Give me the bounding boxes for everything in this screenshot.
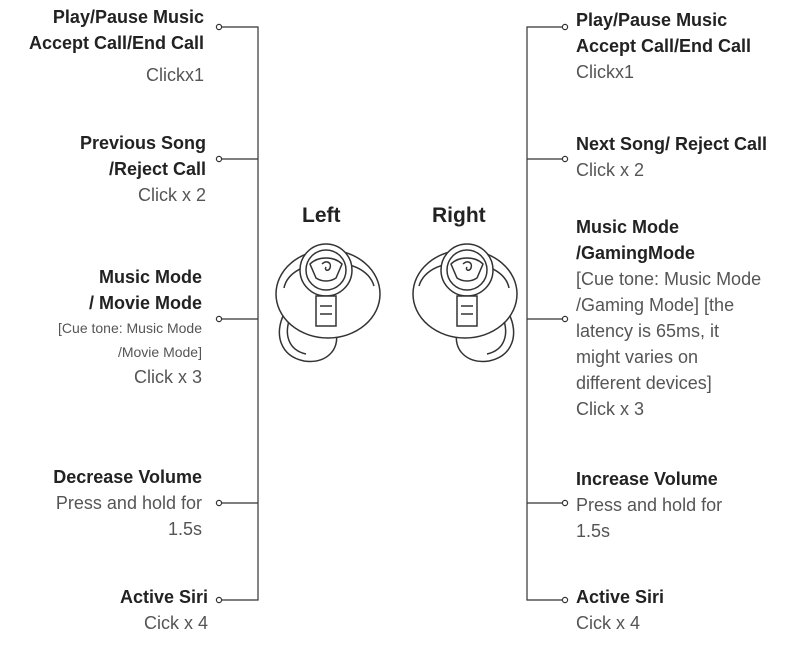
right-dot-5 [561,596,569,604]
left-item-4-detail-line2: 1.5s [167,519,202,539]
left-item-play-pause: Play/Pause Music Accept Call/End Call Cl… [29,4,204,88]
right-item-3-detail-line1: [Cue tone: Music Mode [576,269,762,289]
left-item-active-siri: Active Siri Cick x 4 [120,584,208,636]
right-dot-3 [561,315,569,323]
left-item-decrease-volume: Decrease Volume Press and hold for 1.5s [53,464,202,542]
left-item-2-title-line1: Previous Song [79,133,206,153]
left-bracket-line [221,26,259,601]
left-dot-5 [215,596,223,604]
right-item-3-detail-line2: /Gaming Mode] [the [576,295,735,315]
left-earbud-illustration [275,243,381,363]
left-item-3-detail: Click x 3 [133,367,202,387]
right-item-play-pause: Play/Pause Music Accept Call/End Call Cl… [576,7,751,85]
right-item-1-detail: Clickx1 [576,62,635,82]
left-item-3-title-line2: / Movie Mode [88,293,202,313]
right-item-4-detail-line2: 1.5s [576,521,611,541]
right-item-3-detail-line4: might varies on [576,347,699,367]
left-dot-3 [215,315,223,323]
left-item-music-mode: Music Mode / Movie Mode [Cue tone: Music… [58,264,202,390]
right-item-3-detail-line6: Click x 3 [576,399,645,419]
right-item-3-detail-line3: latency is 65ms, it [576,321,720,341]
left-item-5-detail: Cick x 4 [143,613,208,633]
right-dot-1 [561,23,569,31]
right-item-1-title-line1: Play/Pause Music [576,10,728,30]
right-dot-4 [561,499,569,507]
right-earbud-illustration [412,243,518,363]
right-item-3-title-line1: Music Mode [576,217,680,237]
left-item-1-detail: Clickx1 [145,65,204,85]
left-item-4-detail-line1: Press and hold for [55,493,202,513]
right-dot-2 [561,155,569,163]
left-item-1-title-line1: Play/Pause Music [52,7,204,27]
right-bracket-line [526,26,563,601]
left-item-2-detail: Click x 2 [137,185,206,205]
right-item-active-siri: Active Siri Cick x 4 [576,584,664,636]
left-item-previous-song: Previous Song /Reject Call Click x 2 [80,130,206,208]
right-item-5-title: Active Siri [576,587,665,607]
right-item-5-detail: Cick x 4 [576,613,641,633]
left-item-3-title-line1: Music Mode [98,267,202,287]
right-item-2-title: Next Song/ Reject Call [576,134,768,154]
left-item-3-note-line1: [Cue tone: Music Mode [58,320,202,336]
right-item-3-detail-line5: different devices] [576,373,712,393]
left-item-2-title-line2: /Reject Call [108,159,206,179]
left-item-1-title-line2: Accept Call/End Call [28,33,204,53]
left-dot-1 [215,23,223,31]
left-heading: Left [302,204,341,227]
left-item-4-title: Decrease Volume [53,467,202,487]
right-item-3-title-line2: /GamingMode [576,243,696,263]
left-dot-2 [215,155,223,163]
left-dot-4 [215,499,223,507]
left-item-3-note-line2: /Movie Mode] [117,344,202,360]
left-item-5-title: Active Siri [119,587,208,607]
right-item-4-detail-line1: Press and hold for [576,495,723,515]
right-item-1-title-line2: Accept Call/End Call [576,36,752,56]
right-item-2-detail: Click x 2 [576,160,645,180]
right-item-music-mode: Music Mode /GamingMode [Cue tone: Music … [576,214,761,422]
right-item-next-song: Next Song/ Reject Call Click x 2 [576,131,767,183]
right-heading: Right [432,204,486,227]
right-item-increase-volume: Increase Volume Press and hold for 1.5s [576,466,722,544]
right-item-4-title: Increase Volume [576,469,718,489]
